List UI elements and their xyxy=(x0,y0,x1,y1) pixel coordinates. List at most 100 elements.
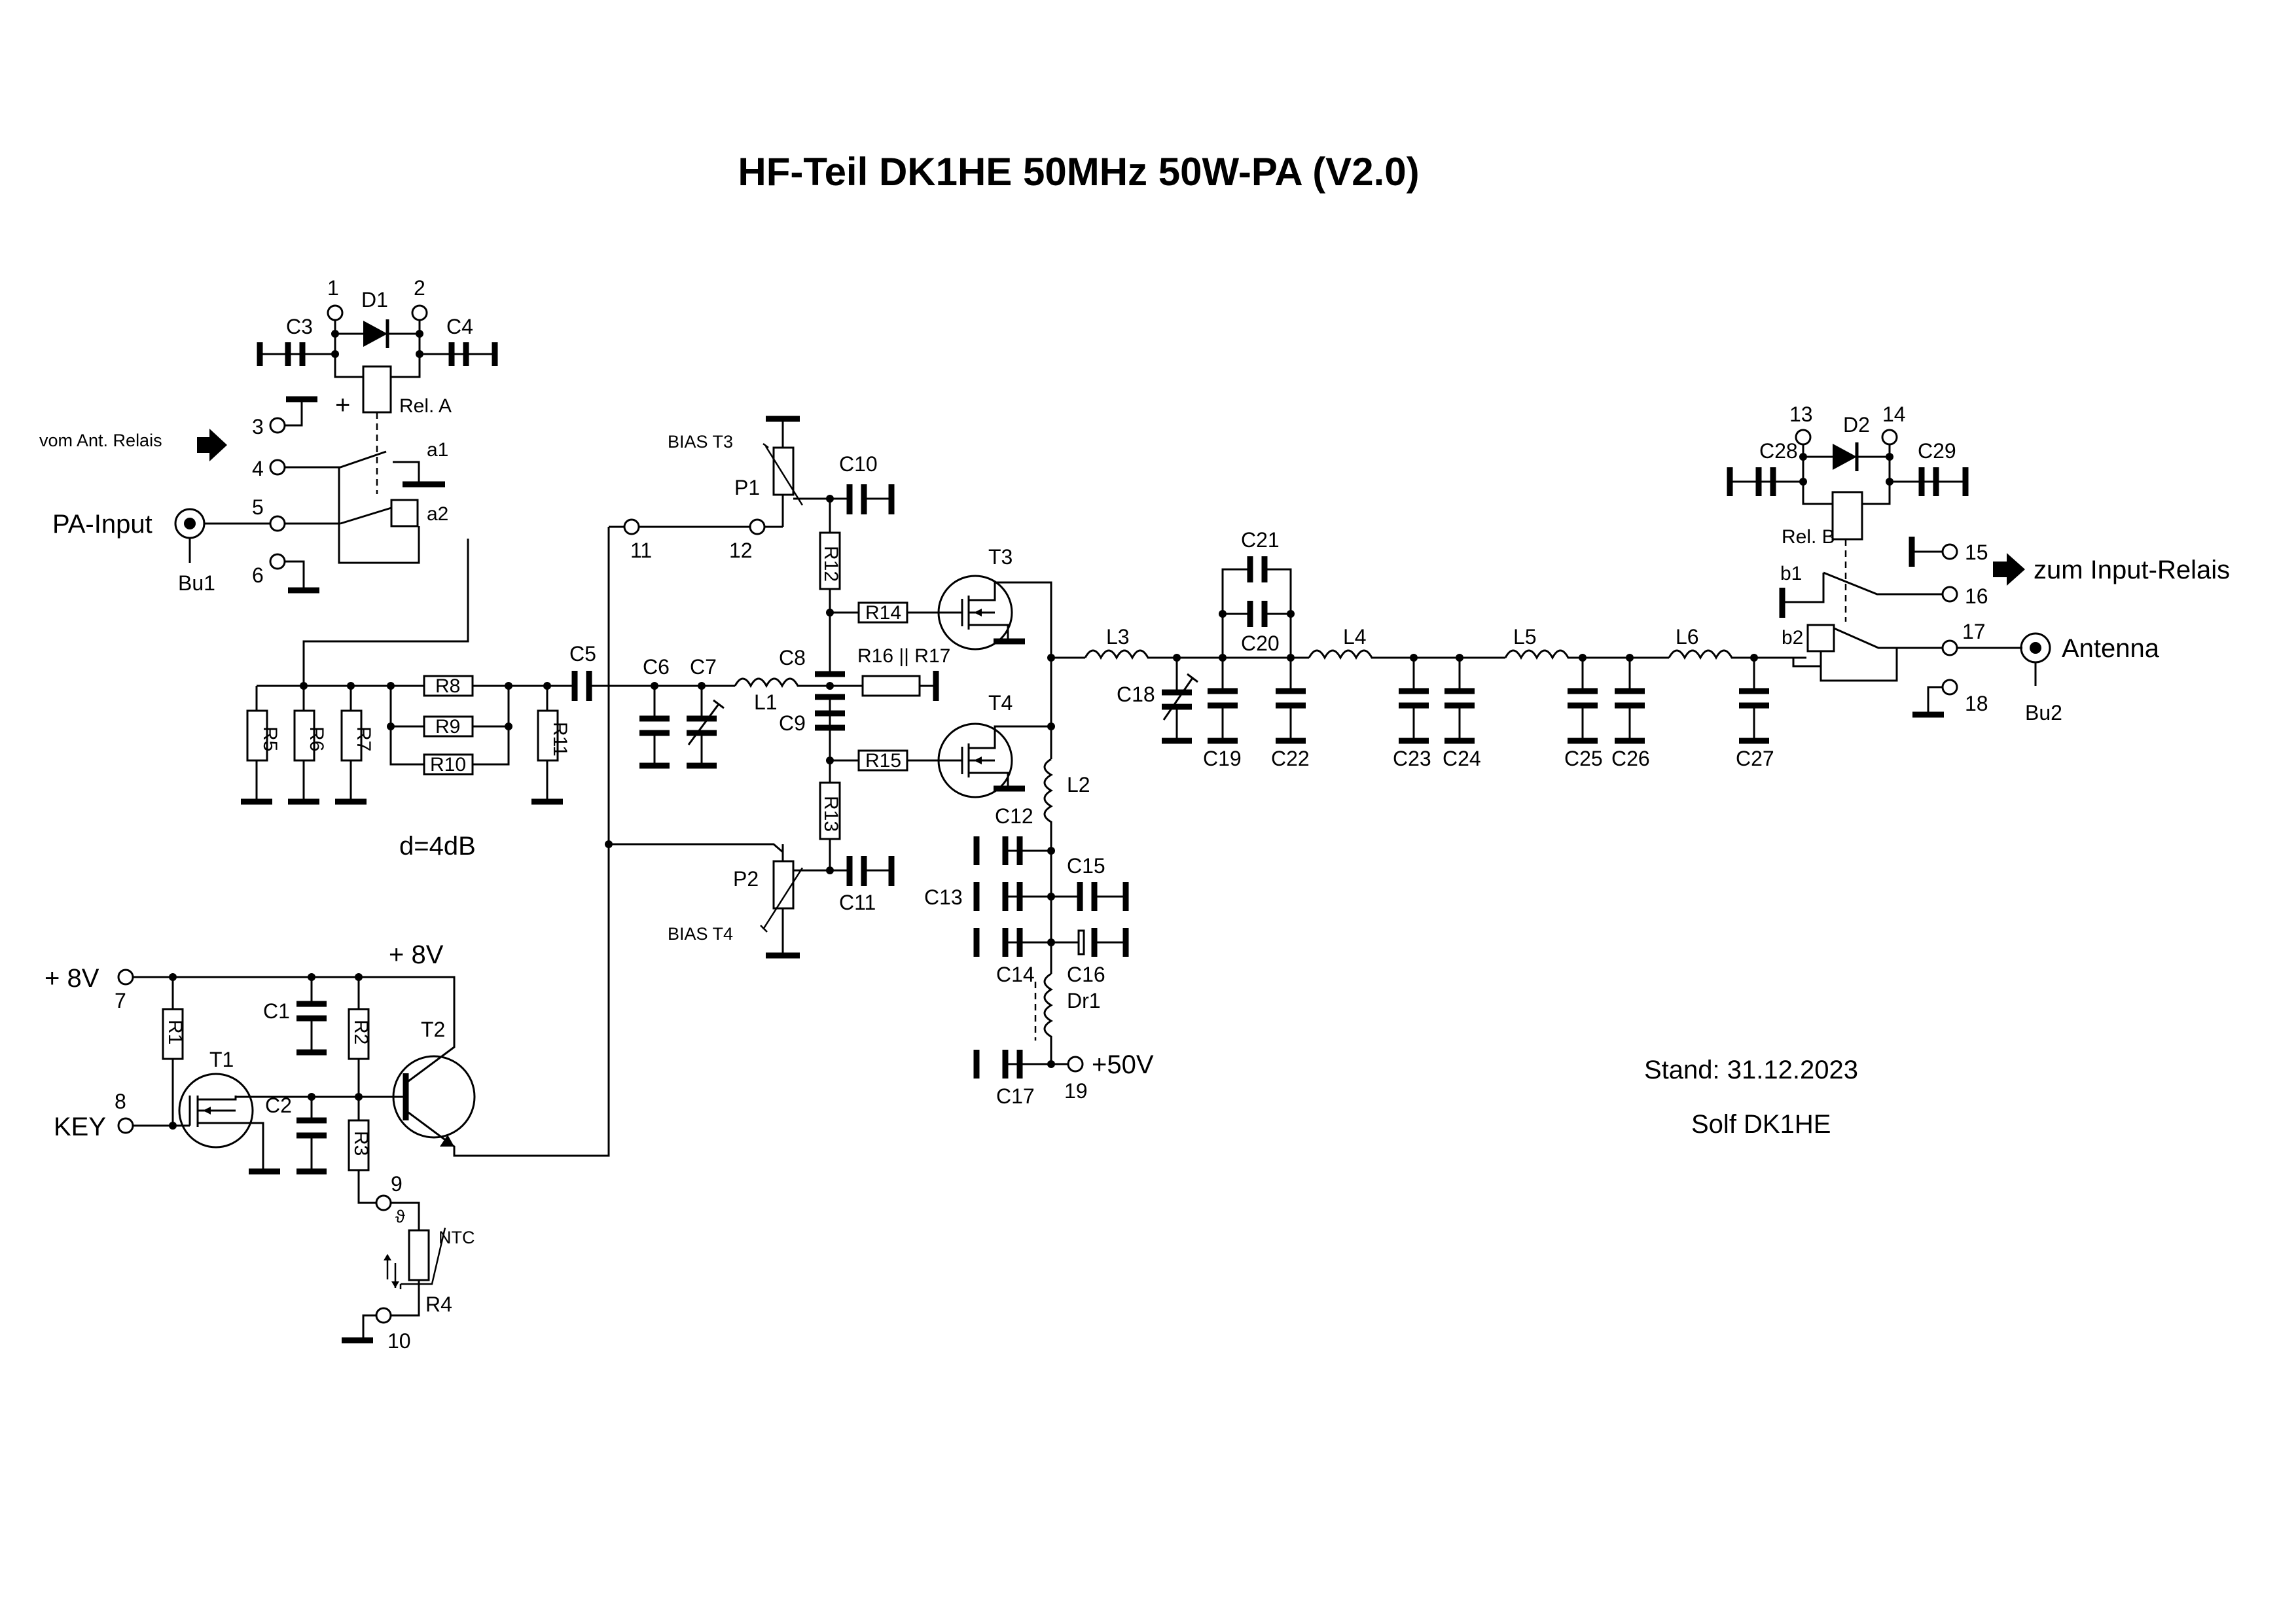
arrow-right-icon xyxy=(197,429,227,461)
label-c29: C29 xyxy=(1918,439,1956,463)
relay-b-label: Rel. B xyxy=(1782,526,1835,548)
relay-a-label: Rel. A xyxy=(399,395,452,417)
arrow-right-icon xyxy=(1993,553,2025,586)
label-t4: T4 xyxy=(988,691,1013,715)
label-r7: R7 xyxy=(353,726,374,751)
pin-19-label: 19 xyxy=(1064,1079,1088,1103)
label-r11: R11 xyxy=(549,722,571,757)
pin-7-label: 7 xyxy=(115,989,126,1012)
drain-supply: L2 C12 C13 C15 C14 C16 Dr1 C17 19 xyxy=(924,654,1154,1108)
pin-13-label: 13 xyxy=(1789,402,1813,426)
label-c26: C26 xyxy=(1611,747,1650,770)
label-r9: R9 xyxy=(435,716,460,738)
output-filter: L3 C18 C19 C21 C20 C22 L4 C23 C24 L5 xyxy=(1051,528,1793,770)
diode-d1-symbol xyxy=(363,321,387,347)
pin-11-label: 11 xyxy=(630,539,652,562)
label-c5: C5 xyxy=(569,642,596,666)
attenuator-4db: R5 R6 R7 R8 R9 R10 R11 d=4dB C5 xyxy=(241,539,596,861)
relay-b-block: 13 14 D2 C28 C29 Rel. B 15 zum Input-Rel… xyxy=(1727,402,2230,724)
label-c24: C24 xyxy=(1443,747,1481,770)
label-c7: C7 xyxy=(690,655,717,679)
label-c14: C14 xyxy=(996,963,1035,986)
label-c12: C12 xyxy=(995,804,1033,828)
pin-6-terminal xyxy=(269,553,286,570)
label-r1: R1 xyxy=(164,1020,186,1044)
relay-b-coil xyxy=(1831,491,1863,541)
label-c3: C3 xyxy=(286,315,313,338)
theta-icon: ϑ xyxy=(395,1207,405,1226)
label-d2: D2 xyxy=(1843,413,1870,437)
plus8v-input-label: + 8V xyxy=(45,964,99,993)
key-label: KEY xyxy=(54,1113,106,1141)
pin-12-label: 12 xyxy=(729,539,753,562)
pin-14-terminal xyxy=(1881,429,1898,446)
pin-17-terminal xyxy=(1941,639,1958,656)
label-r5: R5 xyxy=(259,726,281,751)
label-d1: D1 xyxy=(361,288,388,312)
pin-15-terminal xyxy=(1941,543,1958,560)
pin-2-label: 2 xyxy=(414,276,425,300)
pin-17-label: 17 xyxy=(1962,620,1986,643)
relay-a-contact-a2 xyxy=(390,499,419,527)
contact-b1-label: b1 xyxy=(1780,563,1802,584)
mosfet-t3: T3 xyxy=(937,545,1052,658)
label-r15: R15 xyxy=(865,750,901,772)
pin-4-terminal xyxy=(269,459,286,476)
label-c2: C2 xyxy=(265,1094,292,1117)
pin-3-terminal xyxy=(269,417,286,434)
label-c18: C18 xyxy=(1117,683,1155,706)
label-l2: L2 xyxy=(1067,773,1090,796)
label-c19: C19 xyxy=(1203,747,1242,770)
label-r3: R3 xyxy=(350,1131,372,1156)
label-r12: R12 xyxy=(820,546,842,582)
label-r10: R10 xyxy=(430,754,466,776)
label-c20: C20 xyxy=(1241,632,1280,655)
label-p2: P2 xyxy=(733,867,759,891)
label-r2: R2 xyxy=(350,1020,372,1044)
pin-5-label: 5 xyxy=(252,495,264,519)
pin-16-label: 16 xyxy=(1965,584,1988,608)
relay-a-plus: + xyxy=(335,391,350,419)
pin-16-terminal xyxy=(1941,586,1958,603)
contact-b2-label: b2 xyxy=(1782,627,1803,649)
label-l3: L3 xyxy=(1106,625,1130,649)
label-t2: T2 xyxy=(421,1018,445,1041)
pin-7-terminal xyxy=(117,969,134,986)
mosfet-t1 xyxy=(178,1073,254,1149)
label-c9: C9 xyxy=(779,711,806,735)
label-c22: C22 xyxy=(1271,747,1310,770)
pin-2-terminal xyxy=(411,304,428,321)
pin-5-terminal xyxy=(269,515,286,532)
mosfet-t4: T4 xyxy=(937,691,1051,798)
label-l5: L5 xyxy=(1513,625,1537,649)
plus8v-rail-label: + 8V xyxy=(389,940,444,969)
label-c17: C17 xyxy=(996,1084,1035,1108)
label-c13: C13 xyxy=(924,885,963,909)
label-c23: C23 xyxy=(1393,747,1431,770)
pin-3-label: 3 xyxy=(252,415,264,438)
pin-14-label: 14 xyxy=(1882,402,1906,426)
label-r4: R4 xyxy=(425,1293,452,1316)
author-label: Solf DK1HE xyxy=(1691,1110,1831,1139)
stand-date: Stand: 31.12.2023 xyxy=(1644,1056,1858,1084)
label-r16-r17: R16 || R17 xyxy=(857,645,950,667)
relay-a-coil xyxy=(362,365,392,414)
pin-1-terminal xyxy=(327,304,344,321)
vom-ant-relais-label: vom Ant. Relais xyxy=(39,431,162,450)
pin-11-terminal xyxy=(623,518,640,535)
bias-t4-label: BIAS T4 xyxy=(668,924,733,944)
schematic-title: HF-Teil DK1HE 50MHz 50W-PA (V2.0) xyxy=(738,150,1419,194)
label-l1: L1 xyxy=(754,690,778,714)
label-c1: C1 xyxy=(263,999,290,1023)
plus50v-label: +50V xyxy=(1092,1050,1154,1079)
pin-13-terminal xyxy=(1795,429,1812,446)
label-c10: C10 xyxy=(839,452,878,476)
pin-15-label: 15 xyxy=(1965,541,1988,564)
pa-input-label: PA-Input xyxy=(52,510,152,539)
input-matching: C6 C7 L1 C8 C9 R16 || R17 R12 R14 R13 xyxy=(589,416,950,1150)
pin-18-terminal xyxy=(1941,679,1958,696)
pin-4-label: 4 xyxy=(252,457,264,480)
antenna-label: Antenna xyxy=(2062,634,2160,663)
contact-a1-label: a1 xyxy=(427,439,448,461)
